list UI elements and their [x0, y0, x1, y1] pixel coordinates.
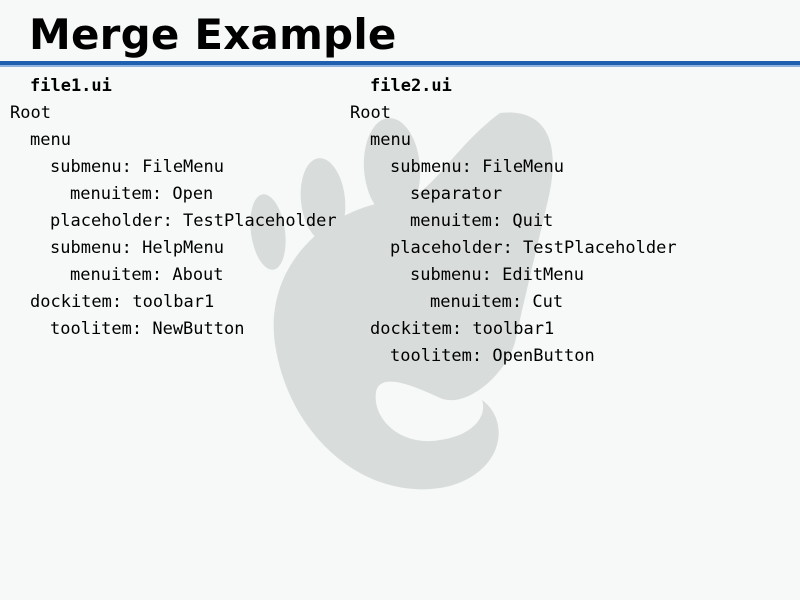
tree-node: Root: [350, 103, 391, 123]
tree-node: menuitem: Open: [70, 184, 214, 204]
title-divider: [0, 61, 800, 65]
tree-node: menuitem: Quit: [410, 211, 554, 231]
tree-node: Root: [10, 103, 51, 123]
tree-node: toolitem: NewButton: [50, 319, 245, 339]
tree-node: menuitem: About: [70, 265, 224, 285]
tree-node: dockitem: toolbar1: [370, 319, 555, 339]
slide-title: Merge Example: [29, 10, 397, 59]
file2-tree: Root menu submenu: FileMenu separator me…: [350, 100, 740, 370]
tree-node: placeholder: TestPlaceholder: [50, 211, 337, 231]
tree-node: placeholder: TestPlaceholder: [390, 238, 677, 258]
file1-heading: file1.ui: [30, 76, 112, 96]
file1-tree: Root menu submenu: FileMenu menuitem: Op…: [10, 100, 400, 343]
title-divider-highlight: [0, 65, 800, 67]
tree-node: menu: [30, 130, 71, 150]
tree-node: dockitem: toolbar1: [30, 292, 215, 312]
file2-heading: file2.ui: [370, 76, 452, 96]
file2-column: file2.ui Root menu submenu: FileMenu sep…: [350, 73, 740, 370]
tree-node: submenu: HelpMenu: [50, 238, 224, 258]
tree-node: submenu: EditMenu: [410, 265, 584, 285]
tree-node: menu: [370, 130, 411, 150]
tree-node: submenu: FileMenu: [50, 157, 224, 177]
file1-column: file1.ui Root menu submenu: FileMenu men…: [10, 73, 400, 343]
tree-node: submenu: FileMenu: [390, 157, 564, 177]
tree-node: toolitem: OpenButton: [390, 346, 595, 366]
tree-node: separator: [410, 184, 503, 204]
tree-node: menuitem: Cut: [430, 292, 564, 312]
